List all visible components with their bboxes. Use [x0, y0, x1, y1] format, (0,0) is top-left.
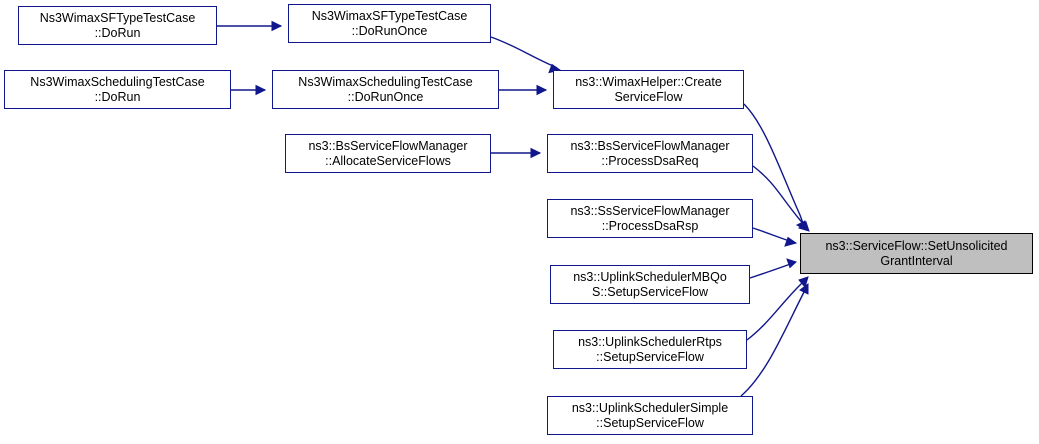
- graph-edge-arrowhead: [799, 283, 809, 295]
- graph-edge: [743, 103, 805, 227]
- graph-node-label-line: ns3::UplinkSchedulerSimple: [571, 400, 729, 415]
- graph-node-label-line: ns3::UplinkSchedulerMBQo: [573, 269, 727, 284]
- graph-edge: [740, 287, 807, 397]
- graph-edge-arrowhead: [786, 258, 797, 269]
- graph-node[interactable]: ns3::UplinkSchedulerRtps::SetupServiceFl…: [553, 330, 747, 369]
- graph-node-label-line: ::DoRun: [94, 89, 141, 104]
- graph-edge-arrowhead: [798, 276, 809, 289]
- graph-edge-arrowhead: [530, 147, 542, 159]
- graph-node-label-line: ::AllocateServiceFlows: [325, 153, 451, 168]
- graph-node-label-line: ::DoRun: [94, 25, 141, 40]
- graph-node[interactable]: Ns3WimaxSFTypeTestCase::DoRunOnce: [288, 4, 491, 43]
- graph-node-label-line: ns3::WimaxHelper::Create: [575, 74, 722, 89]
- graph-node-label-line: ns3::SsServiceFlowManager: [570, 203, 730, 218]
- graph-edge-arrowhead: [271, 20, 283, 32]
- graph-node-label-line: Ns3WimaxSFTypeTestCase: [39, 10, 196, 25]
- graph-node[interactable]: ns3::BsServiceFlowManager::ProcessDsaReq: [547, 134, 753, 173]
- graph-edge-arrowhead: [536, 84, 548, 96]
- graph-node[interactable]: Ns3WimaxSchedulingTestCase::DoRunOnce: [272, 70, 499, 109]
- graph-node-label-line: Ns3WimaxSchedulingTestCase: [298, 74, 473, 89]
- graph-node-label-line: Ns3WimaxSFTypeTestCase: [311, 8, 468, 23]
- graph-node-label-line: ::ProcessDsaRsp: [601, 218, 699, 233]
- graph-node-label-line: ServiceFlow: [614, 89, 683, 104]
- graph-node-label-line: ns3::ServiceFlow::SetUnsolicited: [825, 238, 1008, 253]
- graph-node-label-line: ::DoRunOnce: [351, 23, 428, 38]
- graph-node-label-line: ::DoRunOnce: [347, 89, 424, 104]
- graph-edge: [752, 165, 807, 228]
- graph-node-label-line: ns3::UplinkSchedulerRtps: [578, 334, 722, 349]
- graph-node[interactable]: ns3::BsServiceFlowManager::AllocateServi…: [285, 134, 491, 173]
- graph-edge: [490, 36, 558, 69]
- graph-node-label-line: Ns3WimaxSchedulingTestCase: [30, 74, 205, 89]
- graph-node-label-line: GrantInterval: [880, 253, 953, 268]
- graph-node[interactable]: ns3::UplinkSchedulerSimple::SetupService…: [547, 396, 753, 435]
- graph-edge: [749, 262, 794, 279]
- graph-edge-arrowhead: [797, 221, 810, 232]
- graph-edge-arrowhead: [784, 236, 798, 247]
- graph-node-label-line: S::SetupServiceFlow: [591, 284, 709, 299]
- graph-node[interactable]: Ns3WimaxSFTypeTestCase::DoRun: [18, 6, 217, 45]
- graph-node[interactable]: Ns3WimaxSchedulingTestCase::DoRun: [4, 70, 231, 109]
- graph-edge: [746, 279, 806, 341]
- graph-node[interactable]: ns3::SsServiceFlowManager::ProcessDsaRsp: [547, 199, 753, 238]
- graph-edge-arrowhead: [255, 84, 267, 96]
- graph-node-label-line: ::ProcessDsaReq: [601, 153, 699, 168]
- graph-node-label-line: ns3::BsServiceFlowManager: [570, 138, 730, 153]
- graph-node-label-line: ::SetupServiceFlow: [596, 415, 704, 430]
- graph-node-label-line: ::SetupServiceFlow: [596, 349, 704, 364]
- graph-node-label-line: ns3::BsServiceFlowManager: [308, 138, 468, 153]
